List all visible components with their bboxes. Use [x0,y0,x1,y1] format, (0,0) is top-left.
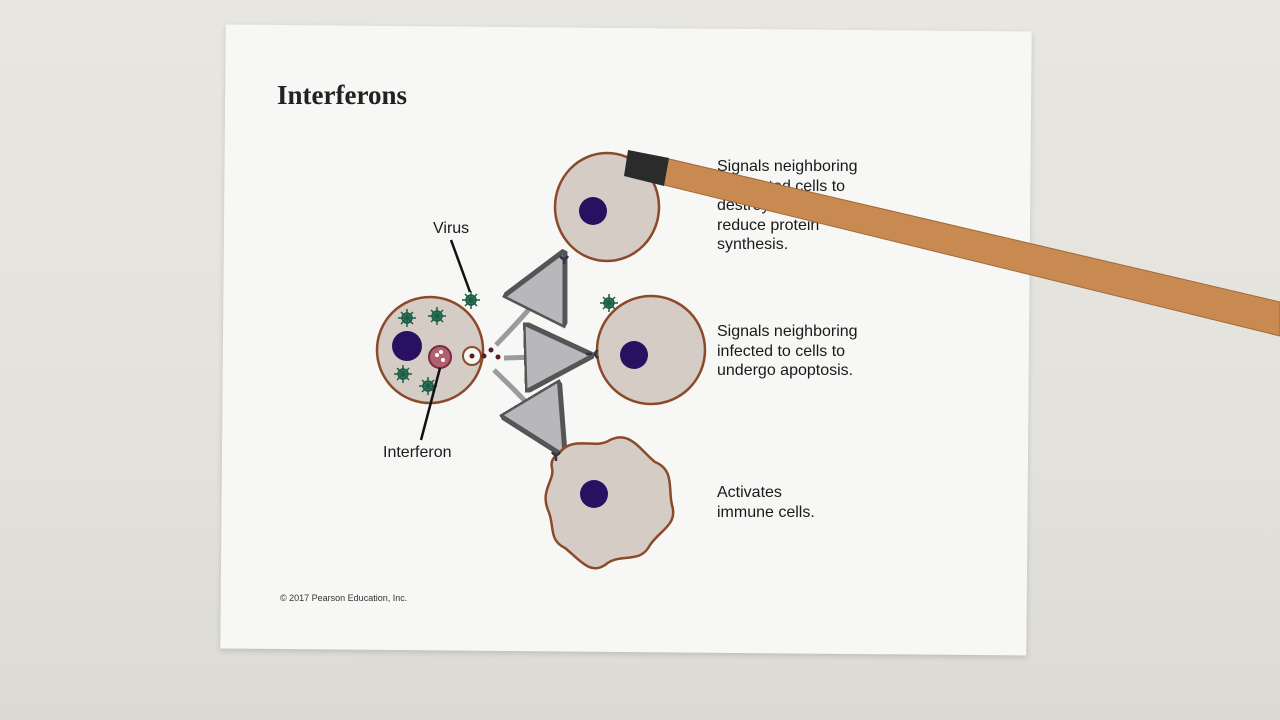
uninfected-cell [553,151,661,264]
virus-pointer-line [449,239,472,293]
page-title: Interferons [277,80,407,110]
virus-icon [398,309,416,327]
receptor-icon [558,255,570,264]
virus-label: Virus [433,220,470,237]
interferon-pointer-line [419,367,442,441]
virus-icon [394,365,412,383]
virus-icon [419,377,437,395]
immune-cell [544,436,675,570]
virus-particles [394,291,660,395]
receptor-icon [586,348,599,360]
virus-icon [600,294,618,312]
interferon-label: Interferon [383,444,452,461]
virus-icon [428,307,446,325]
nucleus [620,341,648,369]
copyright-notice: © 2017 Pearson Education, Inc. [280,593,408,603]
nucleus [392,331,422,361]
nucleus [579,197,607,225]
caption-apoptosis: Signals neighboring infected to cells to… [717,323,858,379]
nucleus [580,480,608,508]
signal-arrows [492,268,574,440]
pointer-tip [624,150,669,186]
caption-immune: Activates immune cells. [717,484,815,521]
virus-icon [462,291,480,309]
infected-neighbor-cell [586,294,707,406]
receptor-icon [550,451,562,461]
